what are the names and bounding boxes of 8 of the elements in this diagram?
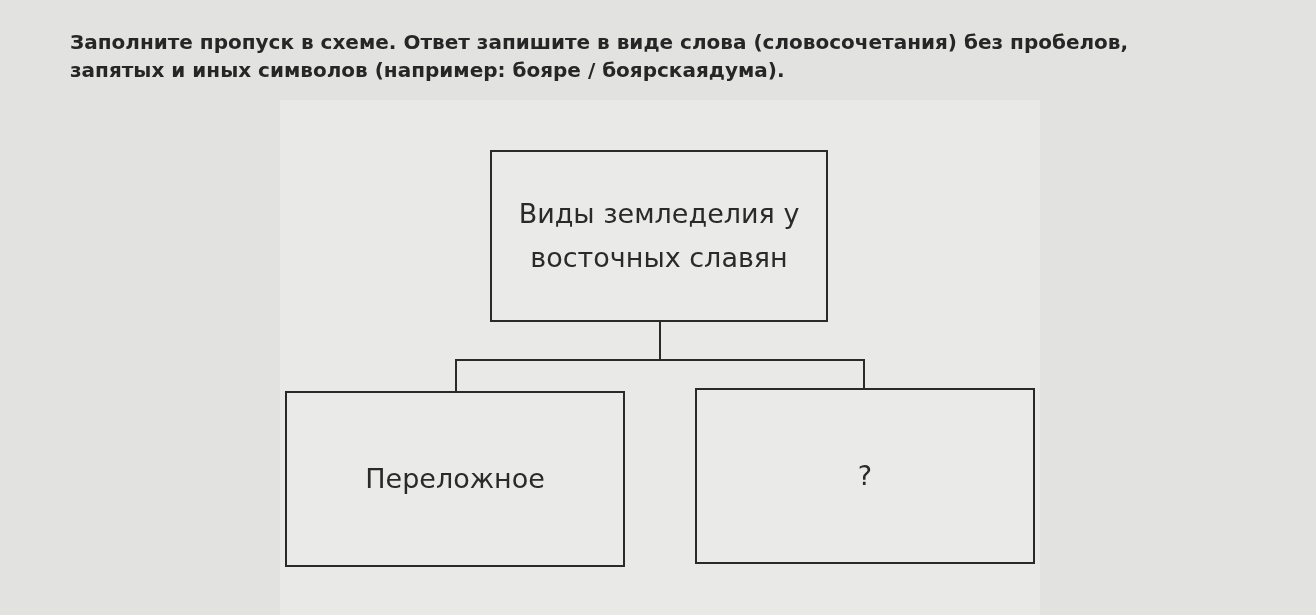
category-box xyxy=(490,150,828,322)
node-text: Виды земледелия у восточных славян xyxy=(517,197,801,275)
answer-box xyxy=(285,391,625,567)
task-instruction: Заполните пропуск в схеме. Ответ запишите в виде слова (словосочетания) без пробелов, запятых и иных символов (например: бояре / боярскаядума). xyxy=(70,29,1130,84)
connector-line xyxy=(659,321,865,389)
node-text: Переложное xyxy=(365,462,545,496)
node-text: ? xyxy=(857,459,873,493)
blank-box xyxy=(695,388,1035,564)
